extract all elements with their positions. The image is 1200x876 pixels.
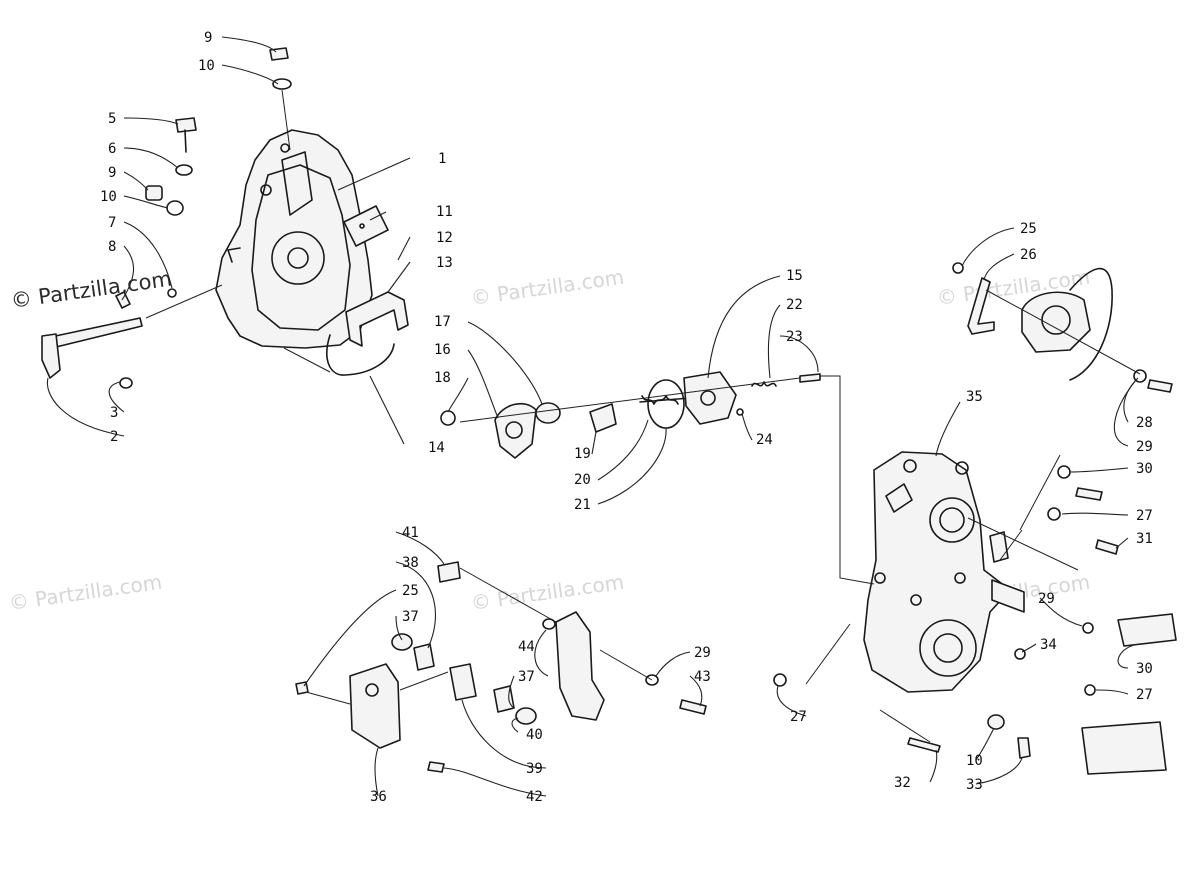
- watermark: © Partzilla.com: [469, 265, 625, 310]
- callout-21: 21: [574, 497, 591, 513]
- callout-8: 8: [108, 239, 116, 255]
- callout-33: 33: [966, 777, 983, 793]
- callout-44: 44: [518, 639, 535, 655]
- callout-35: 35: [966, 389, 983, 405]
- callout-9: 9: [204, 30, 212, 46]
- callout-7: 7: [108, 215, 116, 231]
- callout-10: 10: [966, 753, 983, 769]
- callout-13: 13: [436, 255, 453, 271]
- callout-37: 37: [518, 669, 535, 685]
- part-shafts-right: [989, 531, 1177, 775]
- callout-20: 20: [574, 472, 591, 488]
- part-wire-14: [326, 334, 395, 376]
- callout-3: 3: [110, 405, 118, 421]
- part-frame-section: [555, 611, 605, 721]
- callout-36: 36: [370, 789, 387, 805]
- callout-38: 38: [402, 555, 419, 571]
- part-idler-bracket-36: [295, 663, 401, 749]
- callout-6: 6: [108, 141, 116, 157]
- callout-17: 17: [434, 314, 451, 330]
- callout-14: 14: [428, 440, 445, 456]
- callout-15: 15: [786, 268, 803, 284]
- callout-12: 12: [436, 230, 453, 246]
- callout-26: 26: [1020, 247, 1037, 263]
- part-tensioner-assembly: [440, 371, 821, 459]
- callout-22: 22: [786, 297, 803, 313]
- callout-42: 42: [526, 789, 543, 805]
- callout-29: 29: [1136, 439, 1153, 455]
- callout-11: 11: [436, 204, 453, 220]
- callout-16: 16: [434, 342, 451, 358]
- callout-32: 32: [894, 775, 911, 791]
- part-hardware-right: [773, 262, 1173, 759]
- callout-9: 9: [108, 165, 116, 181]
- part-bolt-43: [645, 674, 707, 715]
- callout-23: 23: [786, 329, 803, 345]
- callout-43: 43: [694, 669, 711, 685]
- callout-25: 25: [1020, 221, 1037, 237]
- callout-18: 18: [434, 370, 451, 386]
- part-chaincase-cover: [215, 129, 373, 349]
- callout-29: 29: [1038, 591, 1055, 607]
- leader-lines: [46, 36, 1141, 797]
- part-bushings-37-40: [391, 561, 556, 773]
- callout-34: 34: [1040, 637, 1057, 653]
- callout-39: 39: [526, 761, 543, 777]
- callout-27: 27: [1136, 687, 1153, 703]
- part-shift-lever: [41, 317, 143, 379]
- callout-numbers: 9 10 5 6 9 10 7 8 1 11 12 13 3 2 14 15 2…: [100, 30, 1153, 805]
- callout-5: 5: [108, 111, 116, 127]
- part-chaincase-housing: [863, 451, 1025, 693]
- callout-27: 27: [790, 709, 807, 725]
- callout-27: 27: [1136, 508, 1153, 524]
- callout-2: 2: [110, 429, 118, 445]
- brand-watermark: © Partzilla.com: [9, 267, 173, 313]
- callout-1: 1: [438, 151, 446, 167]
- watermark: © Partzilla.com: [7, 570, 163, 615]
- callout-10: 10: [100, 189, 117, 205]
- callout-37: 37: [402, 609, 419, 625]
- part-small-hardware-left: [115, 47, 292, 389]
- callout-24: 24: [756, 432, 773, 448]
- callout-19: 19: [574, 446, 591, 462]
- callout-10: 10: [198, 58, 215, 74]
- callout-40: 40: [526, 727, 543, 743]
- callout-25: 25: [402, 583, 419, 599]
- part-bracket-13: [345, 291, 409, 347]
- watermark: © Partzilla.com: [469, 570, 625, 615]
- callout-41: 41: [402, 525, 419, 541]
- part-bracket-26: [967, 277, 995, 335]
- callout-31: 31: [1136, 531, 1153, 547]
- callout-29: 29: [694, 645, 711, 661]
- callout-28: 28: [1136, 415, 1153, 431]
- callout-30: 30: [1136, 661, 1153, 677]
- callout-30: 30: [1136, 461, 1153, 477]
- alignment-lines: [145, 89, 1141, 743]
